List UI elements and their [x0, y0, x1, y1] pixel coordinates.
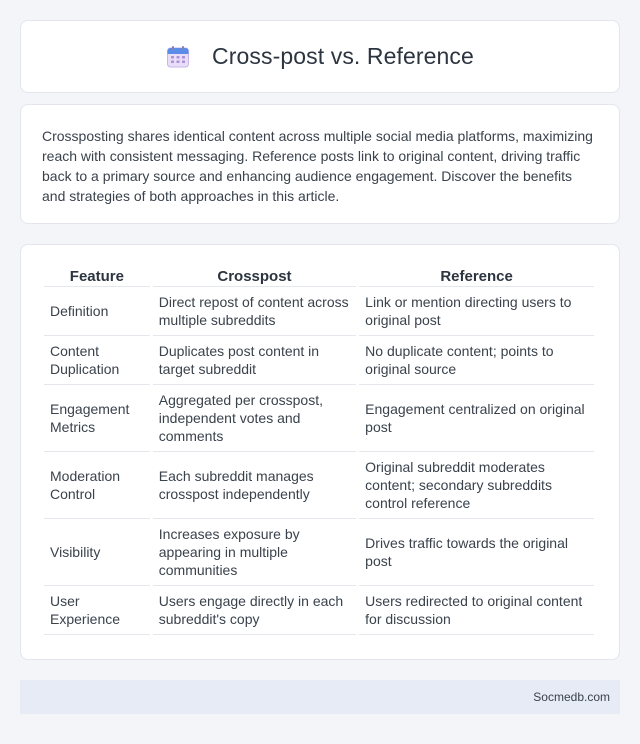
table-row: Visibility Increases exposure by appeari… [44, 519, 594, 586]
table-row: Content Duplication Duplicates post cont… [44, 336, 594, 385]
footer-brand[interactable]: Socmedb.com [533, 690, 610, 704]
header-card: Cross-post vs. Reference [20, 20, 620, 93]
footer: Socmedb.com [20, 680, 620, 714]
table-card: Feature Crosspost Reference Definition D… [20, 244, 620, 660]
table-cell: Moderation Control [44, 452, 150, 519]
comparison-table: Feature Crosspost Reference Definition D… [41, 267, 597, 635]
table-row: Engagement Metrics Aggregated per crossp… [44, 385, 594, 452]
intro-card: Crossposting shares identical content ac… [20, 104, 620, 224]
table-header-row: Feature Crosspost Reference [44, 267, 594, 287]
table-cell: Each subreddit manages crosspost indepen… [152, 452, 357, 519]
table-cell: Users engage directly in each subreddit'… [152, 586, 357, 635]
table-cell: Definition [44, 287, 150, 336]
table-cell: Aggregated per crosspost, independent vo… [152, 385, 357, 452]
table-cell: User Experience [44, 586, 150, 635]
table-cell: Content Duplication [44, 336, 150, 385]
table-cell: Increases exposure by appearing in multi… [152, 519, 357, 586]
table-cell: Engagement centralized on original post [359, 385, 594, 452]
table-cell: Original subreddit moderates content; se… [359, 452, 594, 519]
table-cell: Engagement Metrics [44, 385, 150, 452]
table-cell: Users redirected to original content for… [359, 586, 594, 635]
table-row: Moderation Control Each subreddit manage… [44, 452, 594, 519]
table-row: Definition Direct repost of content acro… [44, 287, 594, 336]
table-cell: No duplicate content; points to original… [359, 336, 594, 385]
table-cell: Direct repost of content across multiple… [152, 287, 357, 336]
header-feature: Feature [44, 267, 150, 287]
table-cell: Link or mention directing users to origi… [359, 287, 594, 336]
title-wrap: Cross-post vs. Reference [166, 43, 474, 70]
table-cell: Drives traffic towards the original post [359, 519, 594, 586]
calendar-icon [167, 45, 190, 67]
header-crosspost: Crosspost [152, 267, 357, 287]
table-cell: Duplicates post content in target subred… [152, 336, 357, 385]
header-reference: Reference [359, 267, 594, 287]
page-title: Cross-post vs. Reference [212, 43, 474, 69]
table-row: User Experience Users engage directly in… [44, 586, 594, 635]
table-cell: Visibility [44, 519, 150, 586]
intro-text: Crossposting shares identical content ac… [42, 128, 593, 204]
